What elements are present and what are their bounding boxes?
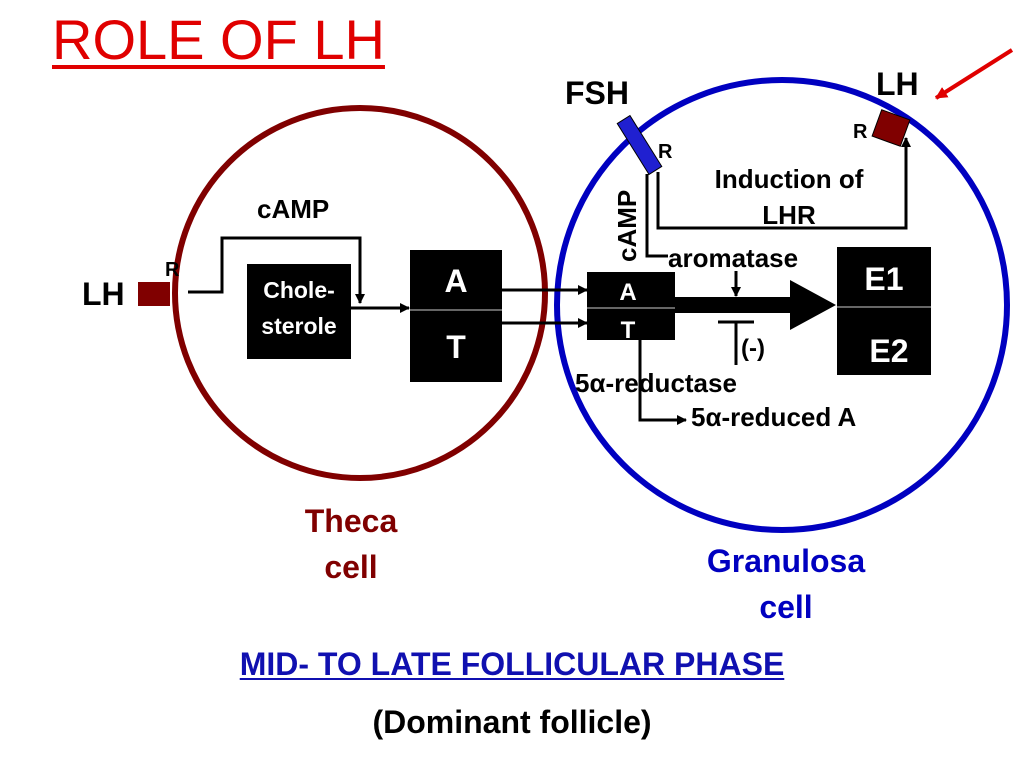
inhibition-label: (-)	[741, 335, 765, 362]
induction-label-2: LHR	[762, 200, 816, 230]
induction-label-1: Induction of	[715, 164, 864, 194]
theca-cell-membrane	[172, 105, 548, 481]
aromatase-label: aromatase	[668, 243, 798, 273]
fsh-receptor-label: R	[658, 141, 673, 163]
estrogen-box	[837, 247, 931, 375]
cholesterol-label-1: Chole-	[263, 277, 335, 303]
follicle-caption: (Dominant follicle)	[372, 704, 652, 740]
granulosa-cell-membrane	[554, 77, 1010, 533]
camp-to-lhr-arrow	[656, 137, 911, 230]
theca-lh-receptor	[138, 282, 170, 306]
lh-highlight-arrow	[934, 48, 1014, 100]
phase-caption: MID- TO LATE FOLLICULAR PHASE	[239, 646, 785, 682]
granulosa-androgen-box	[587, 272, 675, 340]
reduced-androgen-label: 5α-reduced A	[691, 402, 857, 432]
granulosa-lh-receptor	[871, 109, 911, 147]
theca-androgen-box	[410, 250, 502, 382]
theca-camp-label: cAMP	[257, 194, 329, 224]
granulosa-camp-label: cAMP	[612, 190, 642, 262]
camp-to-aromatase-line	[645, 174, 668, 258]
aromatization-arrow	[675, 280, 836, 330]
theca-camp-arrow	[188, 236, 365, 304]
theca-box-a: A	[444, 263, 467, 299]
theca-box-t: T	[446, 329, 466, 365]
fsh-label: FSH	[565, 75, 629, 111]
cholesterol-box	[247, 264, 351, 359]
estrogen-box-e1: E1	[864, 261, 903, 297]
theca-lh-label: LH	[82, 276, 125, 312]
reduction-arrow	[638, 340, 687, 425]
granulosa-lh-label: LH	[876, 66, 919, 102]
cholesterol-label-2: sterole	[261, 313, 336, 339]
estrogen-box-e2: E2	[869, 333, 908, 369]
page-title: ROLE OF LH	[52, 8, 385, 71]
granulosa-box-a: A	[619, 279, 636, 306]
granulosa-cell-label-2: cell	[759, 589, 812, 625]
granulosa-cell-label-1: Granulosa	[707, 543, 865, 579]
reductase-label: 5α-reductase	[575, 368, 737, 398]
theca-receptor-label: R	[165, 259, 180, 281]
theca-cell-label-1: Theca	[305, 503, 398, 539]
fsh-receptor	[616, 114, 663, 176]
granulosa-box-t: T	[621, 317, 636, 344]
theca-cell-label-2: cell	[324, 549, 377, 585]
lh-receptor-label: R	[853, 121, 868, 143]
